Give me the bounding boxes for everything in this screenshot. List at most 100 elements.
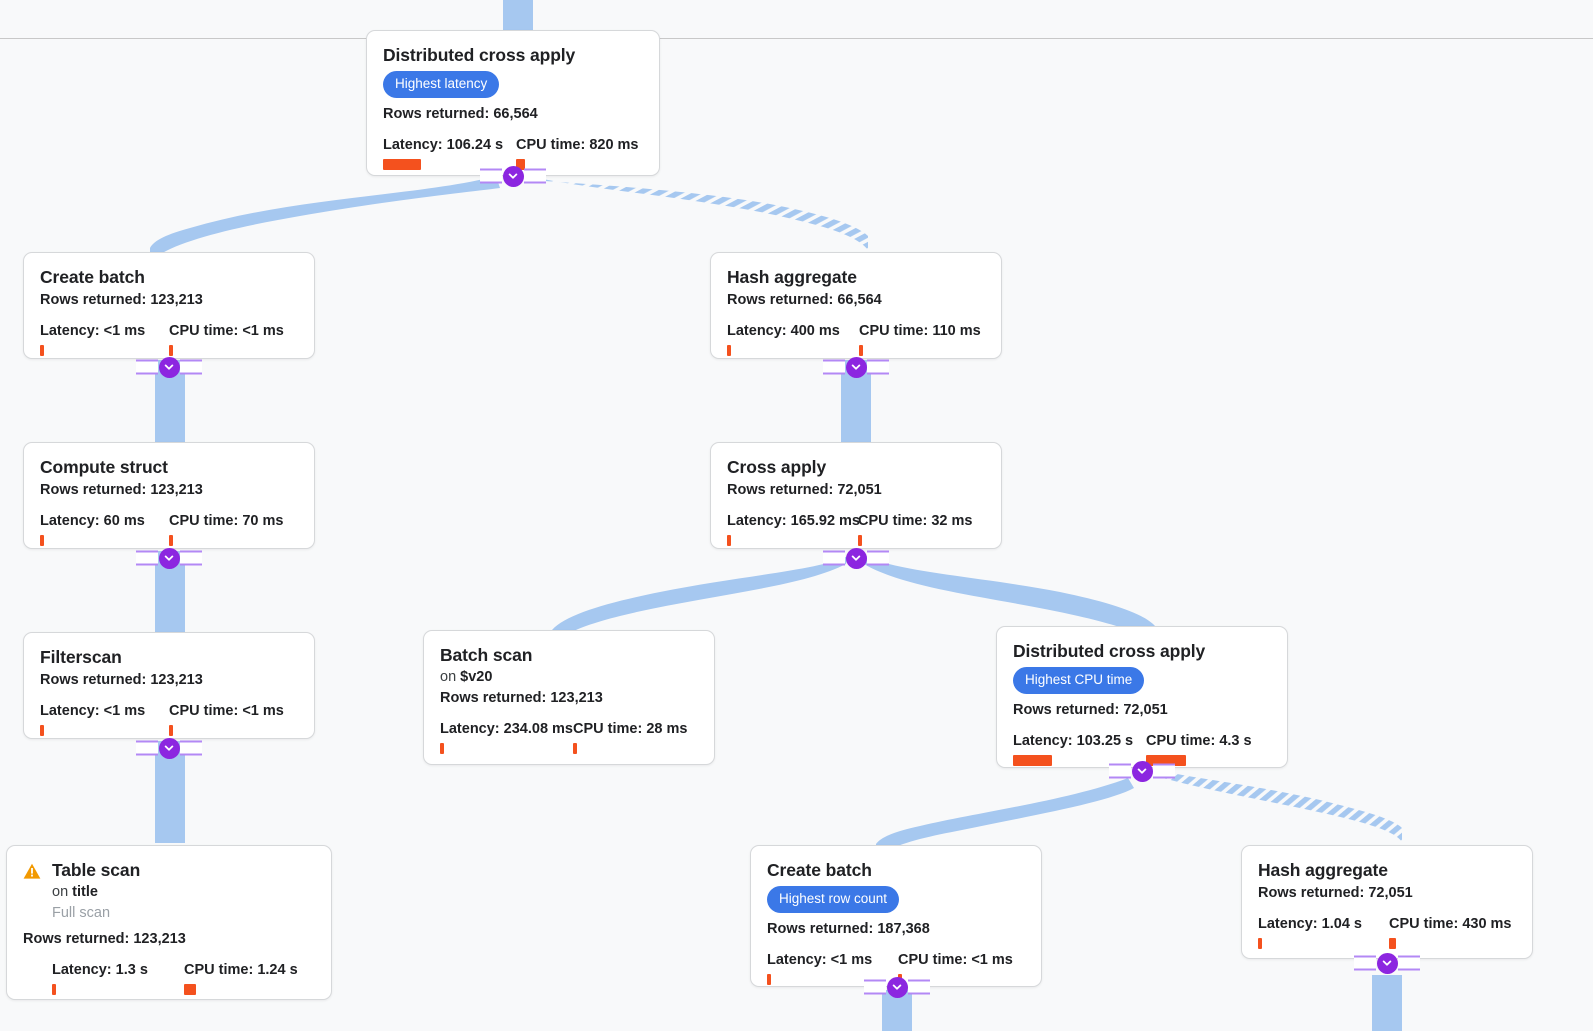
cpu-bar: [1389, 938, 1396, 949]
cpu-label: CPU time: 28 ms: [573, 721, 688, 737]
collapse-toggle-hash-aggregate-upper[interactable]: [823, 356, 889, 378]
collapser-rail-left: [136, 550, 158, 566]
collapser-rail-right: [908, 979, 930, 995]
cpu-metric: CPU time: 430 ms: [1389, 916, 1512, 949]
chevron-down-icon[interactable]: [158, 356, 180, 378]
cpu-bar: [516, 158, 525, 170]
rows-returned: Rows returned: 72,051: [1013, 701, 1168, 718]
chevron-down-icon[interactable]: [1131, 760, 1153, 782]
node-title: Cross apply: [727, 457, 827, 477]
plan-node-distributed-cross-apply-root[interactable]: Distributed cross apply Highest latency …: [366, 30, 660, 176]
edge-hash-aggregate-lower-outflow: [1372, 975, 1402, 1031]
subtitle-target: title: [72, 884, 98, 900]
latency-label: Latency: 60 ms: [40, 513, 145, 529]
cpu-label: CPU time: 70 ms: [169, 513, 284, 529]
node-metrics: Latency: 165.92 ms CPU time: 32 ms: [727, 513, 985, 546]
node-header: Hash aggregate: [1258, 860, 1516, 881]
warning-icon: [23, 863, 41, 880]
plan-node-cross-apply[interactable]: Cross apply Rows returned: 72,051 Latenc…: [710, 442, 1002, 549]
node-header-text: Table scan on title Full scan: [52, 860, 140, 923]
cpu-metric: CPU time: <1 ms: [169, 703, 284, 736]
latency-label: Latency: <1 ms: [40, 703, 146, 719]
plan-node-hash-aggregate-upper[interactable]: Hash aggregate Rows returned: 66,564 Lat…: [710, 252, 1002, 359]
collapse-toggle-create-batch-left[interactable]: [136, 356, 202, 378]
node-header: Distributed cross apply: [1013, 641, 1271, 662]
collapse-toggle-compute-struct[interactable]: [136, 547, 202, 569]
rows-returned: Rows returned: 123,213: [40, 672, 203, 688]
latency-bar: [1258, 938, 1262, 949]
plan-node-create-batch-lower[interactable]: Create batch Highest row count Rows retu…: [750, 845, 1042, 987]
latency-metric: Latency: <1 ms: [767, 952, 898, 985]
chevron-down-icon[interactable]: [502, 165, 524, 187]
rows-returned: Rows returned: 123,213: [40, 292, 203, 308]
rows-returned: Rows returned: 123,213: [40, 482, 203, 498]
plan-node-table-scan[interactable]: Table scan on title Full scan Rows retur…: [6, 845, 332, 1000]
rows-returned: Rows returned: 123,213: [23, 931, 186, 947]
node-title: Create batch: [40, 267, 145, 287]
plan-node-distributed-cross-apply-lower[interactable]: Distributed cross apply Highest CPU time…: [996, 626, 1288, 768]
node-header: Create batch: [767, 860, 1025, 881]
node-metrics: Latency: 60 ms CPU time: 70 ms: [40, 513, 298, 546]
cpu-metric: CPU time: 28 ms: [573, 721, 687, 754]
plan-node-compute-struct[interactable]: Compute struct Rows returned: 123,213 La…: [23, 442, 315, 549]
plan-node-hash-aggregate-lower[interactable]: Hash aggregate Rows returned: 72,051 Lat…: [1241, 845, 1533, 959]
latency-metric: Latency: 60 ms: [40, 513, 169, 546]
collapser-rail-right: [180, 359, 202, 375]
latency-metric: Latency: 165.92 ms: [727, 513, 860, 546]
collapser-rail-right: [1398, 955, 1420, 971]
collapser-rail-right: [180, 740, 202, 756]
latency-bar: [52, 984, 56, 995]
collapser-rail-left: [136, 359, 158, 375]
chevron-down-icon[interactable]: [845, 547, 867, 569]
node-metrics: Latency: 400 ms CPU time: 110 ms: [727, 323, 985, 356]
collapse-toggle-distributed-cross-apply-lower[interactable]: [1109, 760, 1175, 782]
node-metrics: Latency: <1 ms CPU time: <1 ms: [40, 703, 298, 736]
node-header: Hash aggregate: [727, 267, 985, 288]
collapser-rail-right: [524, 168, 546, 184]
plan-node-create-batch-left[interactable]: Create batch Rows returned: 123,213 Late…: [23, 252, 315, 359]
collapse-toggle-create-batch-lower[interactable]: [864, 976, 930, 998]
chevron-down-icon[interactable]: [845, 356, 867, 378]
rows-returned: Rows returned: 187,368: [767, 920, 930, 937]
subtitle-target: $v20: [460, 669, 493, 685]
cpu-label: CPU time: 32 ms: [858, 513, 973, 529]
chevron-down-icon[interactable]: [158, 547, 180, 569]
node-subtitle-target: on $v20: [440, 668, 532, 687]
collapse-toggle-cross-apply[interactable]: [823, 547, 889, 569]
edge-dca-to-hash-aggregate: [1156, 770, 1402, 842]
plan-node-filterscan[interactable]: Filterscan Rows returned: 123,213 Latenc…: [23, 632, 315, 739]
chevron-down-icon[interactable]: [886, 976, 908, 998]
node-title: Distributed cross apply: [1013, 641, 1206, 661]
node-title: Batch scan: [440, 645, 533, 665]
latency-metric: Latency: 1.3 s: [52, 962, 184, 995]
cpu-label: CPU time: 1.24 s: [184, 962, 298, 978]
node-header: Batch scan on $v20: [440, 645, 698, 687]
collapser-rail-left: [823, 550, 845, 566]
latency-label: Latency: 1.04 s: [1258, 916, 1362, 932]
node-metrics: Latency: 234.08 ms CPU time: 28 ms: [440, 721, 698, 754]
chevron-down-icon[interactable]: [1376, 952, 1398, 974]
edge-root-to-create-batch: [150, 176, 500, 262]
rows-returned: Rows returned: 72,051: [1258, 885, 1413, 901]
node-subtitle-target: on title: [52, 883, 140, 902]
collapse-toggle-hash-aggregate-lower[interactable]: [1354, 952, 1420, 974]
collapser-rail-right: [867, 359, 889, 375]
cpu-bar: [859, 345, 863, 356]
latency-label: Latency: <1 ms: [40, 323, 146, 339]
status-badge-highest-cpu-time: Highest CPU time: [1013, 667, 1145, 694]
node-header: Table scan on title Full scan: [23, 860, 315, 923]
latency-bar: [1013, 754, 1052, 766]
collapse-toggle-filterscan[interactable]: [136, 737, 202, 759]
cpu-bar: [573, 743, 577, 754]
cpu-metric: CPU time: 1.24 s: [184, 962, 298, 995]
node-header: Distributed cross apply: [383, 45, 643, 66]
edge-root-to-hash-aggregate: [528, 176, 868, 250]
plan-node-batch-scan[interactable]: Batch scan on $v20 Rows returned: 123,21…: [423, 630, 715, 765]
collapse-toggle-root[interactable]: [480, 165, 546, 187]
latency-bar: [727, 345, 731, 356]
chevron-down-icon[interactable]: [158, 737, 180, 759]
cpu-metric: CPU time: 32 ms: [858, 513, 972, 546]
top-divider: [0, 38, 1593, 39]
collapser-rail-right: [180, 550, 202, 566]
